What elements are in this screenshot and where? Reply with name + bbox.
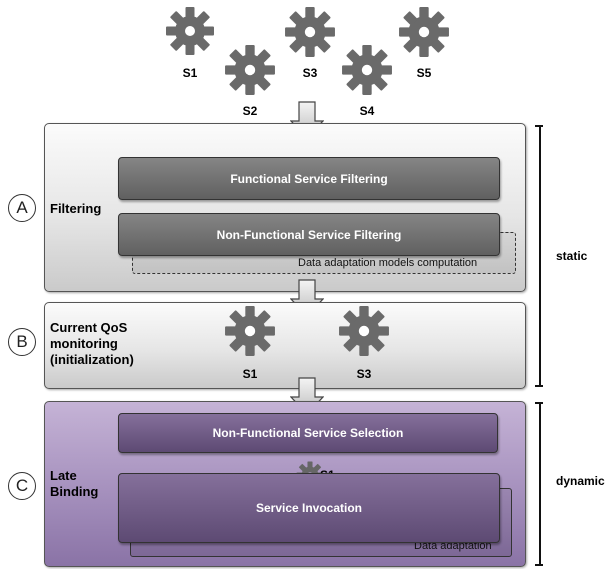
non-functional-filtering-box: Non-Functional Service Filtering — [118, 213, 500, 256]
stage-b-panel — [44, 302, 526, 389]
service-invocation-box: Service Invocation — [118, 473, 500, 543]
functional-filtering-box: Functional Service Filtering — [118, 157, 500, 200]
non-functional-selection-box: Non-Functional Service Selection — [118, 413, 498, 453]
stage-b-marker: B — [8, 328, 36, 356]
data-adaptation-models-label: Data adaptation models computation — [298, 257, 478, 269]
gear-icon — [398, 6, 450, 58]
dynamic-bracket — [539, 402, 541, 564]
data-adaptation-label: Data adaptation — [414, 540, 492, 552]
gear-icon — [341, 44, 393, 96]
service-label: S1 — [182, 66, 198, 80]
service-label: S3 — [302, 66, 318, 80]
gear-icon — [165, 6, 215, 56]
stage-a-title: Filtering — [50, 201, 102, 216]
gear-icon — [224, 305, 276, 357]
stage-a-marker: A — [8, 194, 36, 222]
gear-icon — [284, 6, 336, 58]
static-bracket-bottom — [535, 385, 543, 387]
dynamic-bracket-bottom — [535, 564, 543, 566]
service-label: S2 — [242, 104, 258, 118]
service-label: S1 — [242, 367, 258, 381]
service-label: S5 — [416, 66, 432, 80]
gear-icon — [338, 305, 390, 357]
static-bracket — [539, 125, 541, 385]
static-phase-label: static — [556, 249, 588, 263]
stage-b-title: Current QoS monitoring (initialization) — [50, 320, 134, 367]
stage-c-marker: C — [8, 472, 36, 500]
dynamic-phase-label: dynamic — [556, 474, 605, 488]
service-label: S4 — [359, 104, 375, 118]
stage-c-title: Late Binding — [50, 468, 99, 499]
gear-icon — [224, 44, 276, 96]
service-label: S3 — [356, 367, 372, 381]
